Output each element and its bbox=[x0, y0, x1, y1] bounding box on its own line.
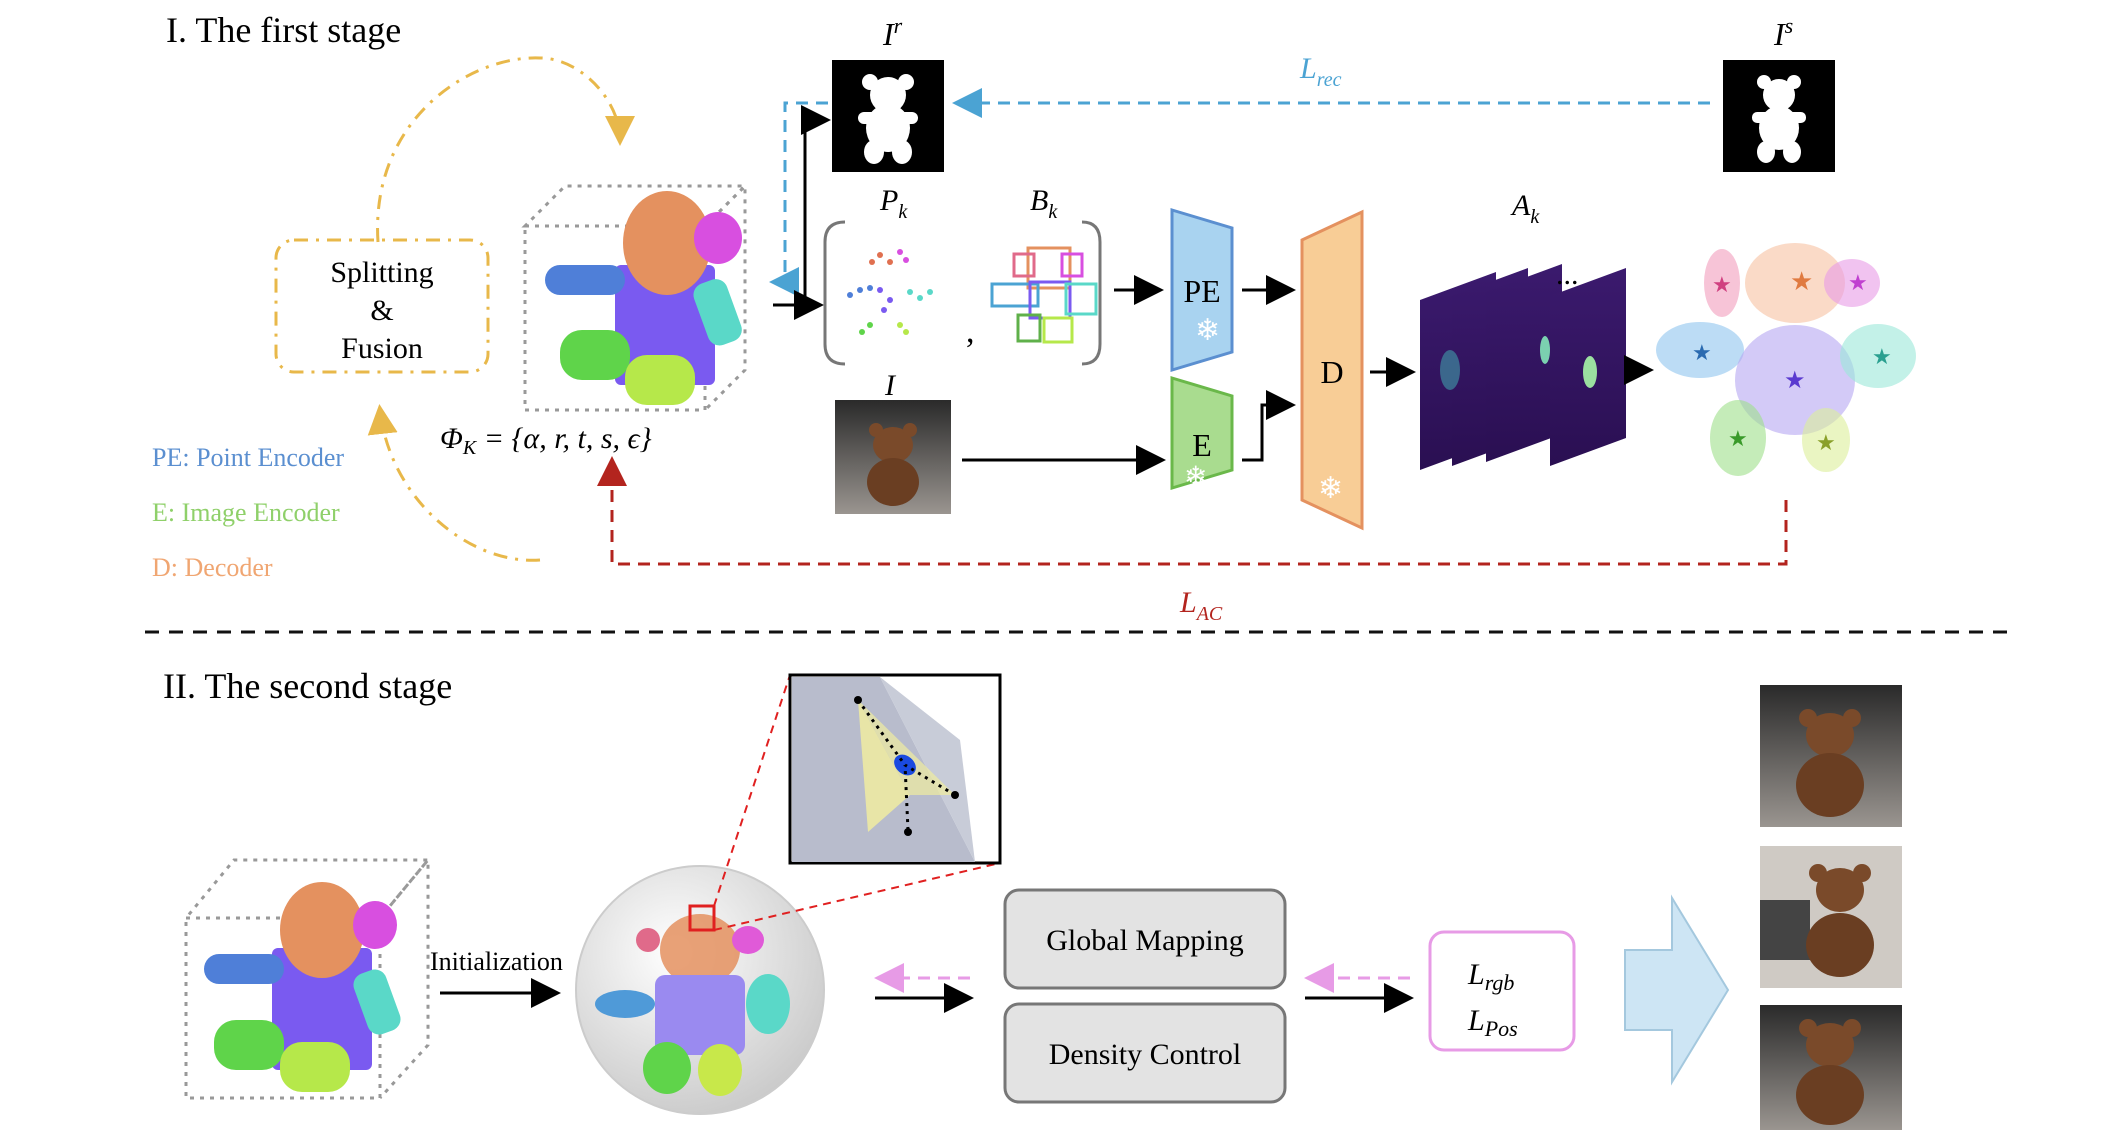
output-render-3 bbox=[1760, 1005, 1902, 1130]
primitive-teddy-stage1 bbox=[521, 182, 749, 412]
label-Ir: Ir bbox=[882, 13, 903, 52]
silhouette-Is bbox=[1752, 75, 1806, 163]
star-icon: ★ bbox=[1848, 270, 1868, 295]
ampersand-label: & bbox=[370, 294, 393, 327]
e-label: E bbox=[1192, 427, 1212, 463]
silhouette-Ir bbox=[858, 74, 918, 164]
input-photo-I bbox=[835, 400, 951, 514]
initialization-label: Initialization bbox=[430, 947, 563, 976]
label-Pk: Pk bbox=[879, 184, 908, 223]
label-Lrec: Lrec bbox=[1299, 52, 1342, 91]
arrow-E-to-D bbox=[1242, 390, 1296, 462]
attention-maps-Ak bbox=[1420, 264, 1626, 470]
bounding-boxes-Bk bbox=[990, 246, 1098, 344]
image-encoder-block bbox=[1170, 375, 1234, 491]
label-LAC: LAC bbox=[1179, 586, 1223, 625]
splitting-fusion-box bbox=[274, 238, 490, 374]
legend-pe: PE: Point Encoder bbox=[152, 443, 344, 472]
global-mapping-label: Global Mapping bbox=[1046, 924, 1243, 957]
star-icon: ★ bbox=[1692, 340, 1712, 365]
phi-equation: ΦK = {α, r, t, s, ϵ} bbox=[440, 422, 652, 459]
loss-rgb: Lrgb bbox=[1467, 958, 1514, 995]
loop-arrow-bottom bbox=[367, 404, 541, 562]
lrec-return-arrow bbox=[769, 101, 828, 297]
star-icon: ★ bbox=[1872, 344, 1892, 369]
density-control-label: Density Control bbox=[1049, 1038, 1242, 1071]
stage1-title: I. The first stage bbox=[166, 10, 401, 50]
loop-arrow-top bbox=[376, 56, 635, 243]
star-icon: ★ bbox=[1784, 368, 1806, 394]
label-I: I bbox=[884, 369, 897, 402]
gaussian-sphere bbox=[575, 865, 825, 1115]
loss-box bbox=[1428, 930, 1576, 1052]
label-Is: Is bbox=[1773, 13, 1793, 52]
label-Ak: Ak bbox=[1510, 189, 1540, 228]
legend-e: E: Image Encoder bbox=[152, 498, 340, 527]
zoom-inset bbox=[788, 673, 1002, 865]
ellipsis: ... bbox=[1556, 258, 1579, 291]
stage2-title: II. The second stage bbox=[163, 666, 452, 706]
fusion-label: Fusion bbox=[341, 332, 423, 365]
lac-arrow bbox=[597, 456, 1788, 566]
output-render-1 bbox=[1760, 685, 1902, 827]
primitive-teddy-stage2 bbox=[182, 855, 432, 1100]
point-encoder-block bbox=[1170, 207, 1234, 373]
bracket-right bbox=[1081, 220, 1102, 366]
comma-separator: , bbox=[966, 313, 975, 350]
bracket-left bbox=[823, 220, 846, 366]
star-icon: ★ bbox=[1790, 267, 1813, 296]
pe-label: PE bbox=[1183, 273, 1220, 309]
gaussian-components: ★ ★ ★ ★ ★ ★ ★ ★ bbox=[1656, 243, 1916, 476]
output-arrow-icon bbox=[1624, 894, 1730, 1086]
frozen-icon-pe: ❄ bbox=[1195, 314, 1220, 347]
star-icon: ★ bbox=[1816, 430, 1836, 455]
zoom-line-left bbox=[713, 674, 791, 907]
loss-pos: LPos bbox=[1467, 1004, 1518, 1041]
d-label: D bbox=[1320, 354, 1343, 390]
point-cloud-Pk bbox=[847, 249, 933, 335]
zoom-line-right bbox=[713, 862, 1001, 931]
density-control-box bbox=[1003, 1002, 1287, 1104]
global-mapping-box bbox=[1003, 888, 1287, 990]
splitting-label: Splitting bbox=[330, 256, 433, 289]
arrow-to-Ir bbox=[773, 105, 831, 307]
legend-d: D: Decoder bbox=[152, 553, 273, 582]
frozen-icon-e: ❄ bbox=[1184, 462, 1207, 493]
output-render-2 bbox=[1760, 846, 1902, 988]
frozen-icon-d: ❄ bbox=[1318, 472, 1343, 505]
decoder-block bbox=[1300, 209, 1364, 531]
star-icon: ★ bbox=[1728, 426, 1748, 451]
label-Bk: Bk bbox=[1030, 184, 1058, 223]
star-icon: ★ bbox=[1712, 272, 1732, 297]
